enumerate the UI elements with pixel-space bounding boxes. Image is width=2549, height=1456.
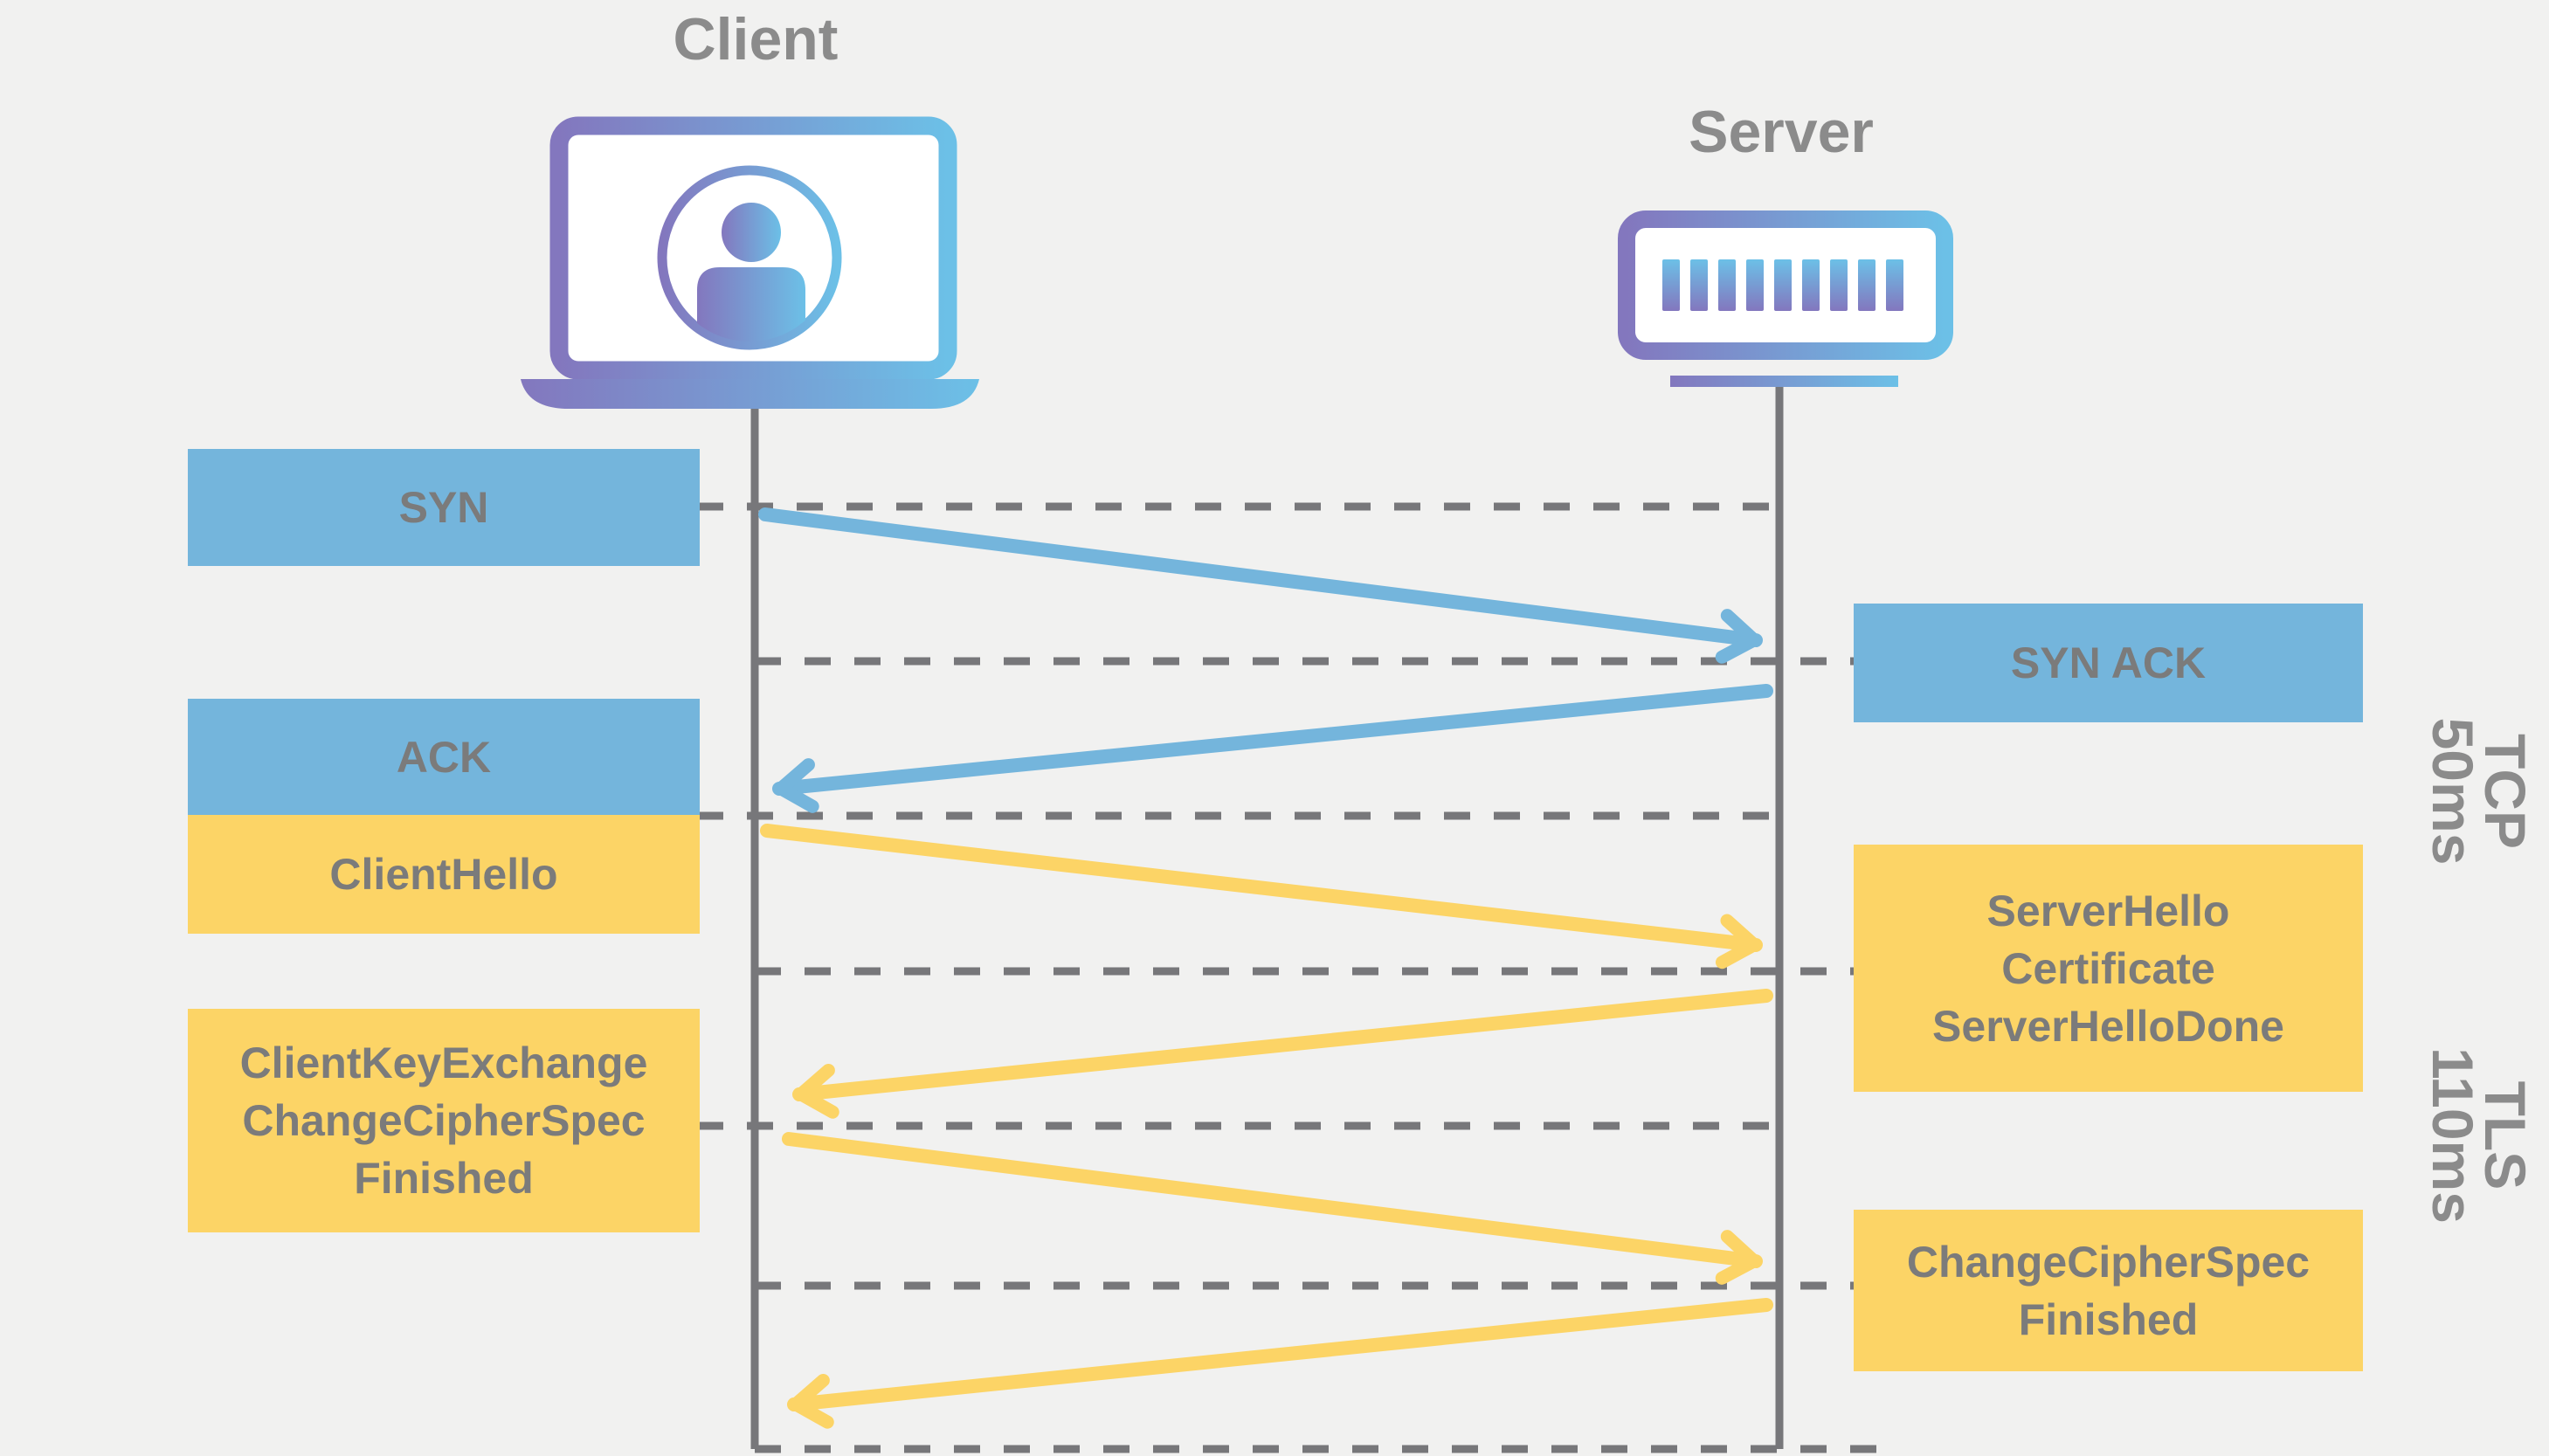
message-line: ServerHello [1986,886,2230,935]
synack-arrow [772,684,1773,813]
serverhello-arrow [792,989,1773,1119]
message-line: ChangeCipherSpec [242,1096,646,1145]
message-box-clientkeyexchange: ClientKeyExchange ChangeCipherSpec Finis… [188,1009,700,1232]
client-title: Client [673,6,839,72]
changecipherspec-arrow [787,1298,1773,1429]
message-line: Finished [2018,1294,2199,1344]
message-label: ClientHello [329,850,558,899]
message-label: ACK [396,732,492,782]
message-label: SYN ACK [2010,638,2207,687]
message-line: Finished [354,1154,534,1203]
message-line: ServerHelloDone [1932,1001,2284,1051]
message-box-changecipherspec: ChangeCipherSpec Finished [1854,1210,2363,1371]
laptop-base [521,379,979,409]
server-slots [1662,259,1903,311]
message-box-synack: SYN ACK [1854,604,2363,722]
timing-protocol: TLS [2473,1080,2538,1190]
message-line: Certificate [2001,943,2215,993]
clienthello-arrow [760,824,1763,970]
message-line: ClientKeyExchange [239,1039,648,1087]
message-label: SYN [398,483,489,532]
timing-duration: 110ms [2421,1047,2485,1224]
message-box-clienthello: ClientHello [188,815,700,934]
message-line: ChangeCipherSpec [1906,1237,2311,1287]
client-laptop-icon [521,116,979,409]
server-base [1670,376,1898,387]
timing-duration: 50ms [2421,717,2485,866]
syn-arrow [758,507,1763,664]
avatar-circle [657,165,842,350]
server-rack-icon [1618,210,1953,387]
clientkeyexchange-arrow [782,1132,1763,1285]
tls-timing-label: TLS 110ms [2421,1047,2538,1224]
avatar [697,203,805,342]
server-title: Server [1689,99,1874,165]
timing-protocol: TCP [2473,734,2538,849]
message-box-syn: SYN [188,449,700,566]
tcp-timing-label: TCP 50ms [2421,717,2538,866]
message-box-ack: ACK [188,699,700,815]
message-box-serverhello: ServerHello Certificate ServerHelloDone [1854,845,2363,1092]
